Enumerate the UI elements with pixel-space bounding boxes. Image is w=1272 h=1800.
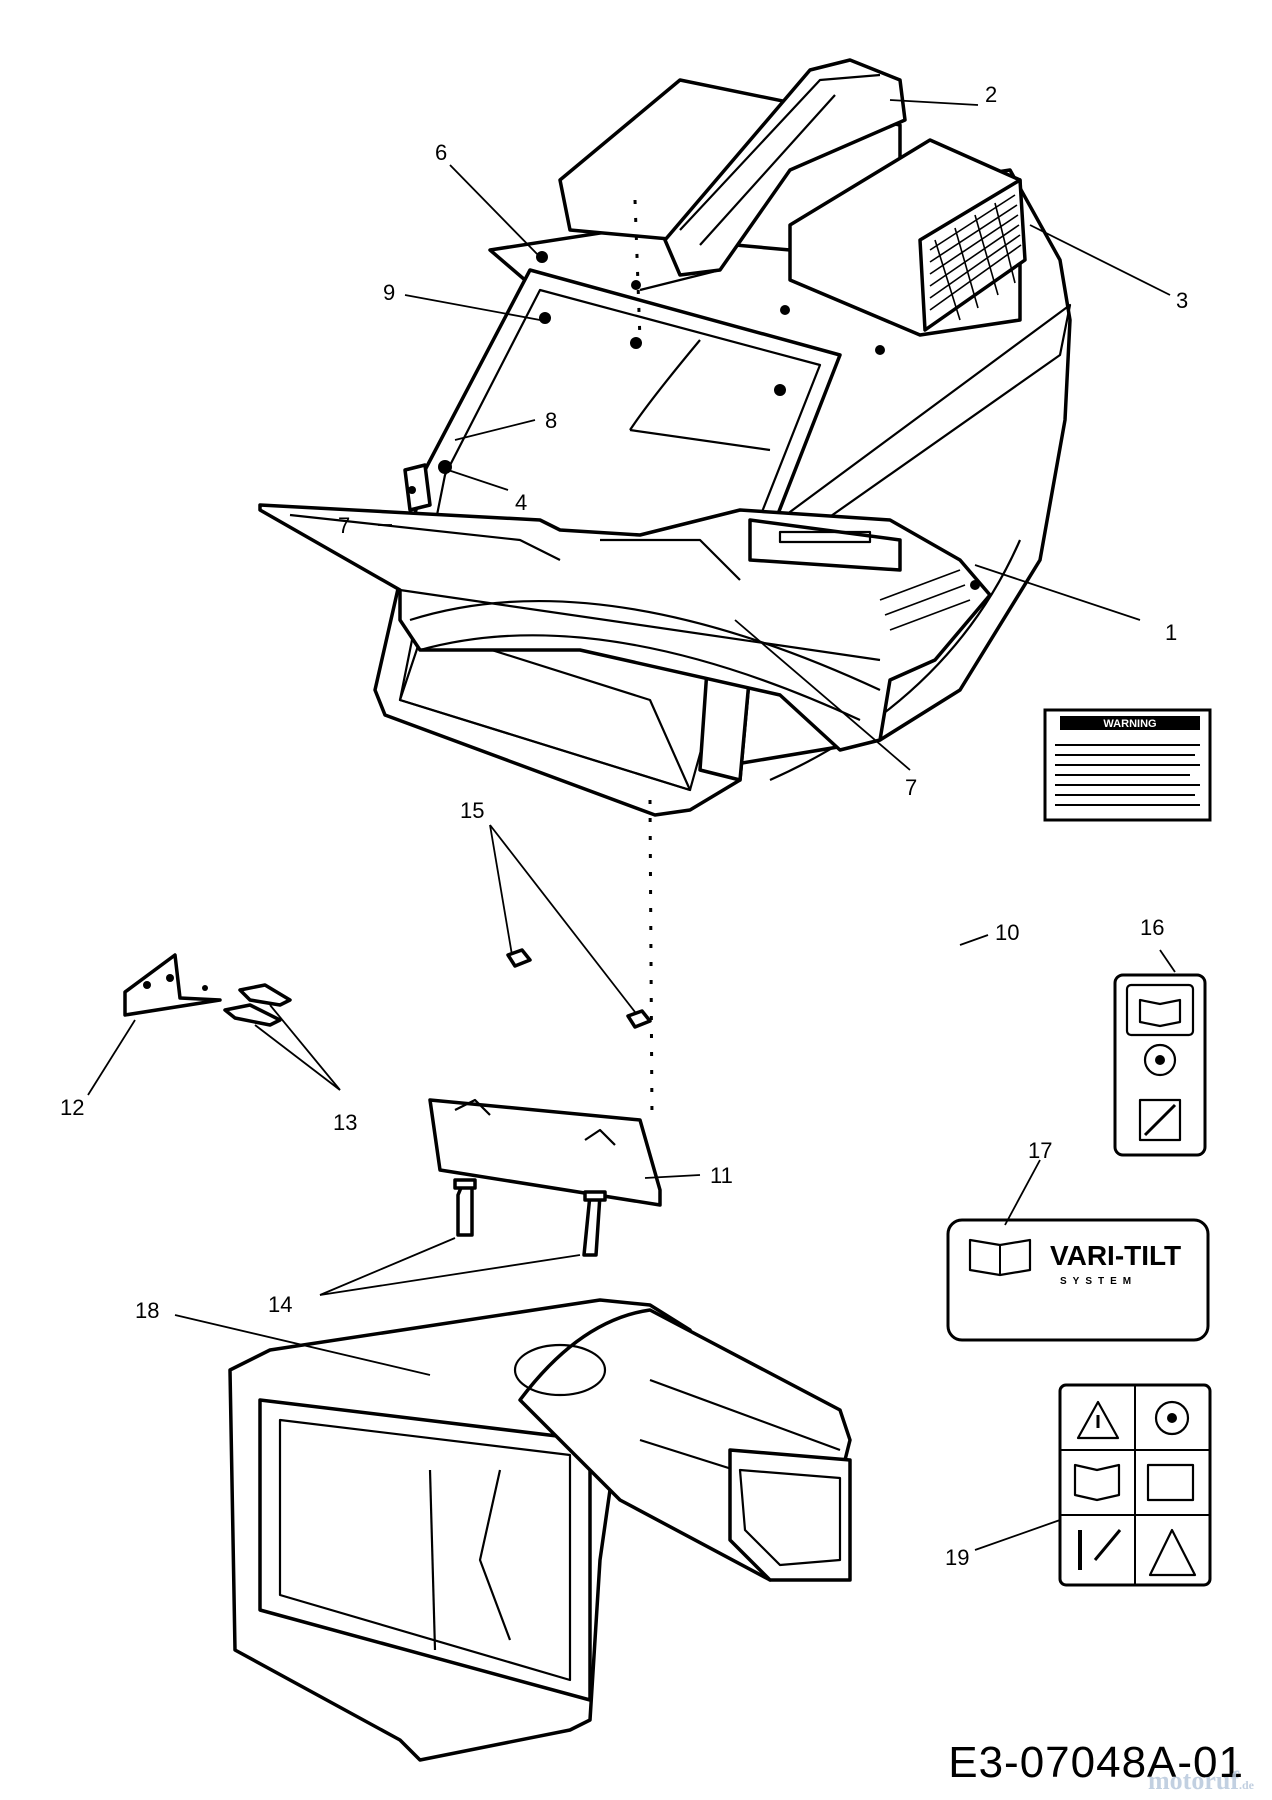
callout-4: 4 (515, 490, 527, 515)
callout-15: 15 (460, 798, 484, 823)
watermark-logo: motoruf.de (1148, 1766, 1254, 1796)
callout-17: 17 (1028, 1138, 1052, 1163)
callout-labels: 2 3 1 7 7 4 8 9 6 15 10 16 17 11 12 13 1… (60, 82, 1188, 1570)
callout-3: 3 (1176, 288, 1188, 313)
callout-2: 2 (985, 82, 997, 107)
watermark-brand: motoruf (1148, 1766, 1239, 1795)
callout-19: 19 (945, 1545, 969, 1570)
callout-16: 16 (1140, 915, 1164, 940)
warning-decal: WARNING (1043, 708, 1212, 822)
mounting-bracket (123, 953, 222, 1017)
leader-lines (87, 99, 1176, 1551)
decal-17: VARI-TILT SYSTEM (946, 1218, 1210, 1342)
hinge-pins (202, 983, 292, 1027)
watermark-suffix: .de (1239, 1778, 1254, 1792)
drawing-number: E3-07048A-01 (948, 1738, 1244, 1787)
discharge-chute (228, 1298, 852, 1762)
callout-6: 6 (435, 140, 447, 165)
callout-9: 9 (383, 280, 395, 305)
decal-16 (1113, 973, 1207, 1157)
callout-11: 11 (710, 1163, 733, 1188)
callout-12: 12 (60, 1095, 84, 1120)
flap-cover (428, 1098, 662, 1207)
deflector-frame (258, 503, 992, 752)
screws (453, 1178, 607, 1257)
varitilt-text: VARI-TILT (1050, 1240, 1181, 1271)
catcher-handle (639, 58, 907, 292)
callout-10: 10 (995, 920, 1019, 945)
warning-decal-title: WARNING (1103, 718, 1156, 730)
callout-8: 8 (545, 408, 557, 433)
nuts (506, 948, 652, 1029)
varitilt-subtext: SYSTEM (1060, 1276, 1137, 1287)
decal-19 (1058, 1383, 1212, 1587)
callout-7-left: 7 (338, 513, 350, 538)
callout-7-right: 7 (905, 775, 917, 800)
callout-18: 18 (135, 1298, 159, 1323)
callout-13: 13 (333, 1110, 357, 1135)
callout-14: 14 (268, 1292, 292, 1317)
callout-1: 1 (1165, 620, 1177, 645)
